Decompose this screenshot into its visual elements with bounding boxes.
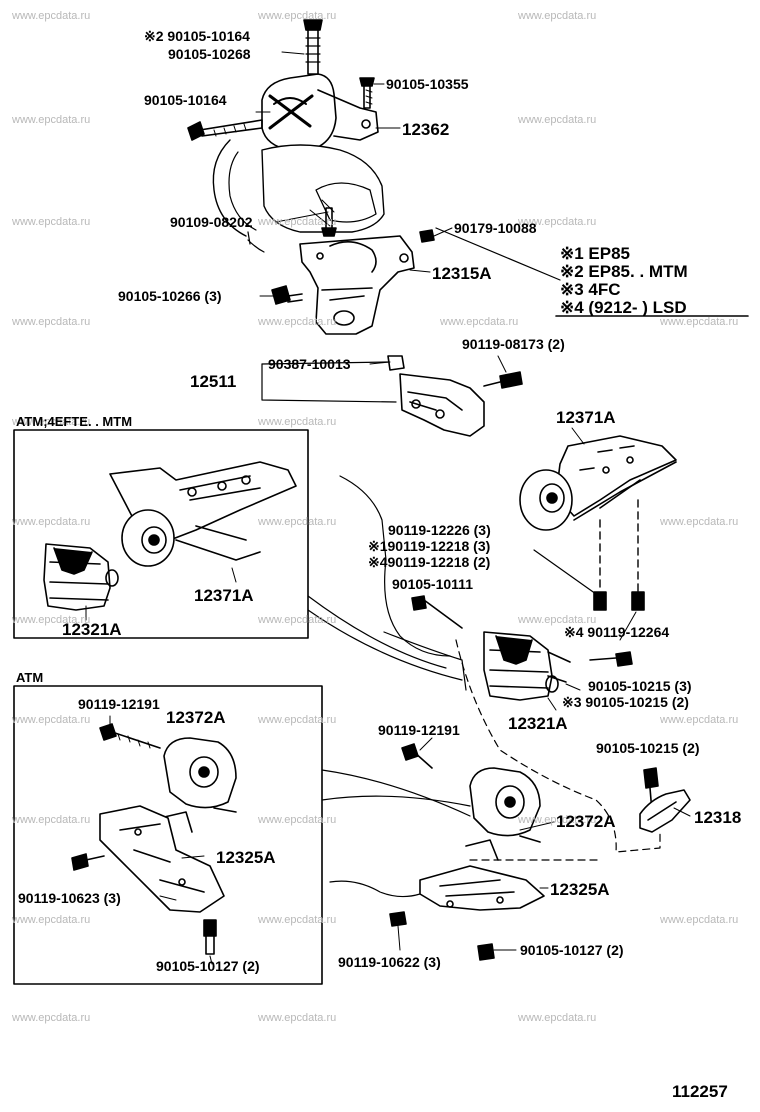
bracket-12325A-right — [389, 865, 545, 961]
legend-note-4: ※4 (9212- ) LSD — [560, 298, 687, 317]
watermark: www.epcdata.ru — [518, 1012, 597, 1024]
watermark: www.epcdata.ru — [258, 416, 337, 428]
mount-12321A-right — [411, 595, 633, 701]
watermark: www.epcdata.ru — [258, 1012, 337, 1024]
mount-12371A-right — [519, 435, 677, 531]
watermark: www.epcdata.ru — [660, 914, 739, 926]
watermark: www.epcdata.ru — [518, 216, 597, 228]
mount-12372A-box2 — [99, 723, 237, 833]
part-label: 90119-12191 — [78, 696, 160, 712]
part-label: 12372A — [166, 708, 226, 727]
watermark: www.epcdata.ru — [12, 614, 91, 626]
part-label: 90105-10127 (2) — [520, 942, 624, 958]
part-label: 12321A — [62, 620, 122, 639]
watermark: www.epcdata.ru — [258, 216, 337, 228]
part-label: ※490119-12218 (2) — [368, 554, 491, 570]
box-1-title: ATM;4EFTE. . MTM — [16, 414, 133, 429]
mount-12321A-box1 — [43, 543, 119, 611]
watermark: www.epcdata.ru — [518, 614, 597, 626]
watermark: www.epcdata.ru — [12, 114, 91, 126]
part-label: 90105-10164 — [144, 92, 227, 108]
mount-12372A-right — [401, 743, 541, 861]
bracket-12315A — [271, 207, 435, 335]
part-label: 90119-10622 (3) — [338, 954, 441, 970]
leader-lines — [85, 51, 691, 965]
part-label: 12362 — [402, 120, 450, 139]
part-label: 12325A — [550, 880, 610, 899]
watermark: www.epcdata.ru — [12, 216, 91, 228]
legend-note-2: ※2 EP85. . MTM — [560, 262, 688, 281]
watermark: www.epcdata.ru — [660, 714, 739, 726]
legend-note-3: ※3 4FC — [560, 280, 621, 299]
watermark: www.epcdata.ru — [258, 914, 337, 926]
part-label: 90179-10088 — [454, 220, 537, 236]
watermark: www.epcdata.ru — [12, 814, 91, 826]
part-label: 90119-08173 (2) — [462, 336, 565, 352]
watermark: www.epcdata.ru — [12, 316, 91, 328]
watermark: www.epcdata.ru — [258, 516, 337, 528]
box-2-title: ATM — [16, 670, 44, 685]
watermark: www.epcdata.ru — [258, 814, 337, 826]
engine-mount-12362 — [187, 19, 379, 151]
part-label: 90105-10266 (3) — [118, 288, 222, 304]
diagram-id: 112257 — [672, 1082, 728, 1101]
watermark: www.epcdata.ru — [12, 416, 91, 428]
bracket-12318 — [639, 767, 691, 833]
part-label: 90105-10215 (3) — [588, 678, 692, 694]
watermark: www.epcdata.ru — [660, 316, 739, 328]
watermark: www.epcdata.ru — [258, 316, 337, 328]
watermark: www.epcdata.ru — [12, 1012, 91, 1024]
part-label: 12372A — [556, 812, 616, 831]
bracket-12325A-box2 — [71, 805, 225, 955]
part-label: 12371A — [556, 408, 616, 427]
watermark: www.epcdata.ru — [258, 614, 337, 626]
part-label: 12321A — [508, 714, 568, 733]
mount-12371A-box1 — [109, 461, 297, 567]
stopper-12511 — [387, 355, 523, 437]
watermark: www.epcdata.ru — [518, 114, 597, 126]
engine-housing-outline — [212, 139, 385, 253]
part-label: 90109-08202 — [170, 214, 253, 230]
part-label: 90119-10623 (3) — [18, 890, 121, 906]
part-label: 12315A — [432, 264, 492, 283]
part-label: 90105-10111 — [392, 576, 473, 592]
part-label: ※2 90105-10164 — [144, 28, 250, 44]
part-label: 12511 — [190, 372, 237, 391]
legend-note-1: ※1 EP85 — [560, 244, 631, 263]
part-label: ※4 90119-12264 — [564, 624, 670, 640]
watermark: www.epcdata.ru — [258, 714, 337, 726]
watermark: www.epcdata.ru — [12, 10, 91, 22]
part-label: 90119-12191 — [378, 722, 460, 738]
part-label: 12325A — [216, 848, 276, 867]
part-label: 90387-10013 — [268, 356, 351, 372]
watermark: www.epcdata.ru — [660, 516, 739, 528]
part-label: 12318 — [694, 808, 742, 827]
watermark: www.epcdata.ru — [12, 914, 91, 926]
watermark: www.epcdata.ru — [440, 316, 519, 328]
part-label: 90105-10355 — [386, 76, 469, 92]
watermark: www.epcdata.ru — [12, 714, 91, 726]
box-atm — [13, 685, 323, 985]
part-label: 90105-10127 (2) — [156, 958, 260, 974]
box-atm-4efte-mtm — [13, 429, 309, 639]
watermark: www.epcdata.ru — [258, 10, 337, 22]
part-label: 90105-10215 (2) — [596, 740, 700, 756]
part-label: 12371A — [194, 586, 254, 605]
part-label: 90119-12226 (3) — [388, 522, 491, 538]
part-label: 90105-10268 — [168, 46, 251, 62]
part-label: ※3 90105-10215 (2) — [562, 694, 689, 710]
watermark: www.epcdata.ru — [12, 516, 91, 528]
part-label: ※190119-12218 (3) — [368, 538, 491, 554]
watermark: www.epcdata.ru — [518, 10, 597, 22]
watermark: www.epcdata.ru — [518, 814, 597, 826]
